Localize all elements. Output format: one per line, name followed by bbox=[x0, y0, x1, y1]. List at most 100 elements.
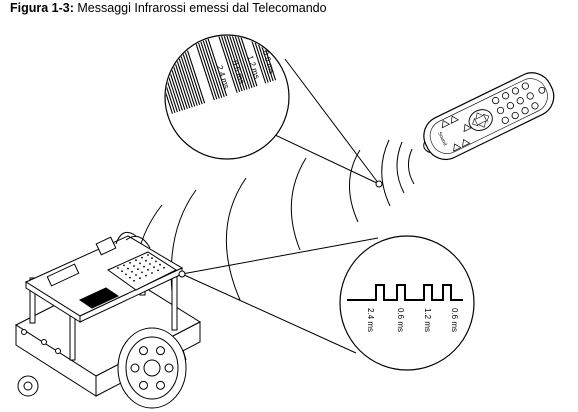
ir-signal-waveform bbox=[347, 284, 463, 301]
robot bbox=[14, 231, 202, 409]
ir-wave-arc bbox=[381, 139, 391, 207]
breadboard-hole bbox=[147, 268, 149, 271]
breadboard-holes bbox=[117, 254, 165, 282]
wheel-hole bbox=[156, 346, 165, 356]
figure-caption: Figura 1-3: Messaggi Infrarossi emessi d… bbox=[10, 1, 327, 15]
ir-burst-line bbox=[216, 29, 238, 93]
ir-burst-line bbox=[205, 33, 228, 97]
top-magnifier: 0.6 ms 1.2 ms 0.6 ms 2.4 ms bbox=[151, 20, 383, 188]
robot-post bbox=[171, 274, 178, 331]
remote-dpad bbox=[468, 109, 493, 131]
ir-burst-line bbox=[193, 37, 215, 101]
breadboard-hole bbox=[121, 270, 123, 273]
remote-button bbox=[506, 102, 514, 110]
breadboard-hole bbox=[157, 269, 159, 272]
breadboard-hole bbox=[125, 273, 127, 276]
ir-burst-line bbox=[218, 28, 241, 93]
robot-wire bbox=[115, 231, 137, 245]
robot-screw bbox=[41, 339, 47, 345]
ir-wave-arc bbox=[290, 157, 307, 251]
dpad-left-icon bbox=[472, 117, 479, 127]
remote-number-buttons bbox=[492, 82, 546, 124]
breadboard-hole bbox=[151, 272, 153, 274]
dpad-down-icon bbox=[477, 120, 487, 128]
breadboard-hole bbox=[129, 276, 131, 279]
dpad-ring bbox=[468, 109, 493, 131]
breadboard-hole bbox=[147, 254, 149, 256]
wheel-hole bbox=[156, 380, 165, 390]
remote-button bbox=[496, 106, 505, 115]
remote-button bbox=[538, 86, 546, 94]
breadboard-hole bbox=[139, 277, 141, 280]
pulse-label: 2.4 ms bbox=[366, 308, 375, 332]
remote-button bbox=[521, 82, 529, 90]
breadboard-hole bbox=[151, 257, 153, 260]
remote-button bbox=[521, 107, 529, 115]
remote-triangle-buttons bbox=[441, 115, 472, 152]
robot-battery-pack bbox=[46, 263, 80, 287]
breadboard-hole bbox=[133, 279, 135, 282]
breadboard-hole bbox=[153, 266, 155, 269]
ir-burst-line bbox=[200, 34, 223, 98]
remote-button bbox=[531, 102, 539, 110]
breadboard-hole bbox=[135, 274, 137, 276]
robot-microchip bbox=[78, 287, 120, 309]
callout-line bbox=[284, 58, 380, 185]
breadboard-hole bbox=[133, 265, 135, 267]
ir-burst-line bbox=[195, 36, 218, 100]
ir-wave-arc bbox=[408, 148, 415, 185]
breadboard-hole bbox=[137, 268, 139, 271]
remote-button bbox=[516, 97, 524, 105]
breadboard-hole bbox=[159, 263, 161, 266]
remote-arrow-icon bbox=[450, 115, 460, 124]
ir-led-dot bbox=[375, 180, 383, 188]
pulse-label: 0.6 ms bbox=[450, 308, 459, 332]
remote-brand-label: Sound bbox=[436, 131, 448, 147]
remote-button bbox=[501, 92, 510, 100]
callout-line bbox=[181, 273, 357, 354]
breadboard-hole bbox=[155, 260, 157, 263]
wheel-spoke-holes bbox=[130, 346, 174, 390]
breadboard-hole bbox=[145, 259, 147, 262]
ir-burst-line bbox=[226, 26, 248, 90]
remote-arrow-icon bbox=[462, 139, 471, 148]
breadboard-hole bbox=[145, 274, 147, 277]
wheel-hole bbox=[139, 380, 148, 390]
breadboard-hole bbox=[143, 265, 145, 268]
breadboard-hole bbox=[135, 259, 137, 262]
remote-button bbox=[526, 92, 534, 100]
robot-wheel-hub bbox=[143, 359, 161, 377]
remote-control: Sound bbox=[423, 72, 555, 161]
ir-burst-line bbox=[228, 25, 251, 89]
remote-button bbox=[511, 87, 520, 95]
ir-burst-line bbox=[221, 28, 243, 92]
figure-title: Messaggi Infrarossi emessi dal Telecoman… bbox=[77, 1, 327, 15]
breadboard-hole bbox=[139, 262, 141, 265]
ir-burst-line bbox=[183, 40, 206, 104]
wheel-hole bbox=[130, 363, 140, 373]
wheel-hole bbox=[164, 363, 174, 373]
remote-button bbox=[492, 96, 500, 105]
breadboard-hole bbox=[163, 266, 165, 269]
breadboard-hole bbox=[117, 267, 119, 269]
robot-component bbox=[95, 236, 117, 256]
robot-screw bbox=[55, 348, 61, 354]
breadboard-hole bbox=[131, 270, 133, 273]
robot-post bbox=[29, 277, 36, 324]
dpad-up-icon bbox=[475, 112, 484, 120]
ir-receiver bbox=[178, 270, 186, 278]
wheel-hole bbox=[139, 346, 148, 356]
ir-burst-line bbox=[223, 27, 246, 91]
remote-button bbox=[511, 111, 519, 120]
breadboard-hole bbox=[127, 267, 129, 270]
dpad-right-icon bbox=[482, 113, 490, 123]
figure-number: Figura 1-3: bbox=[10, 1, 74, 15]
ir-wave-arc bbox=[349, 149, 361, 223]
remote-button bbox=[501, 116, 509, 124]
magnifier-circle bbox=[339, 235, 475, 371]
remote-arrow-icon bbox=[463, 123, 472, 133]
remote-face bbox=[429, 78, 548, 154]
remote-arrow-icon bbox=[453, 143, 462, 152]
robot-breadboard bbox=[107, 251, 178, 291]
